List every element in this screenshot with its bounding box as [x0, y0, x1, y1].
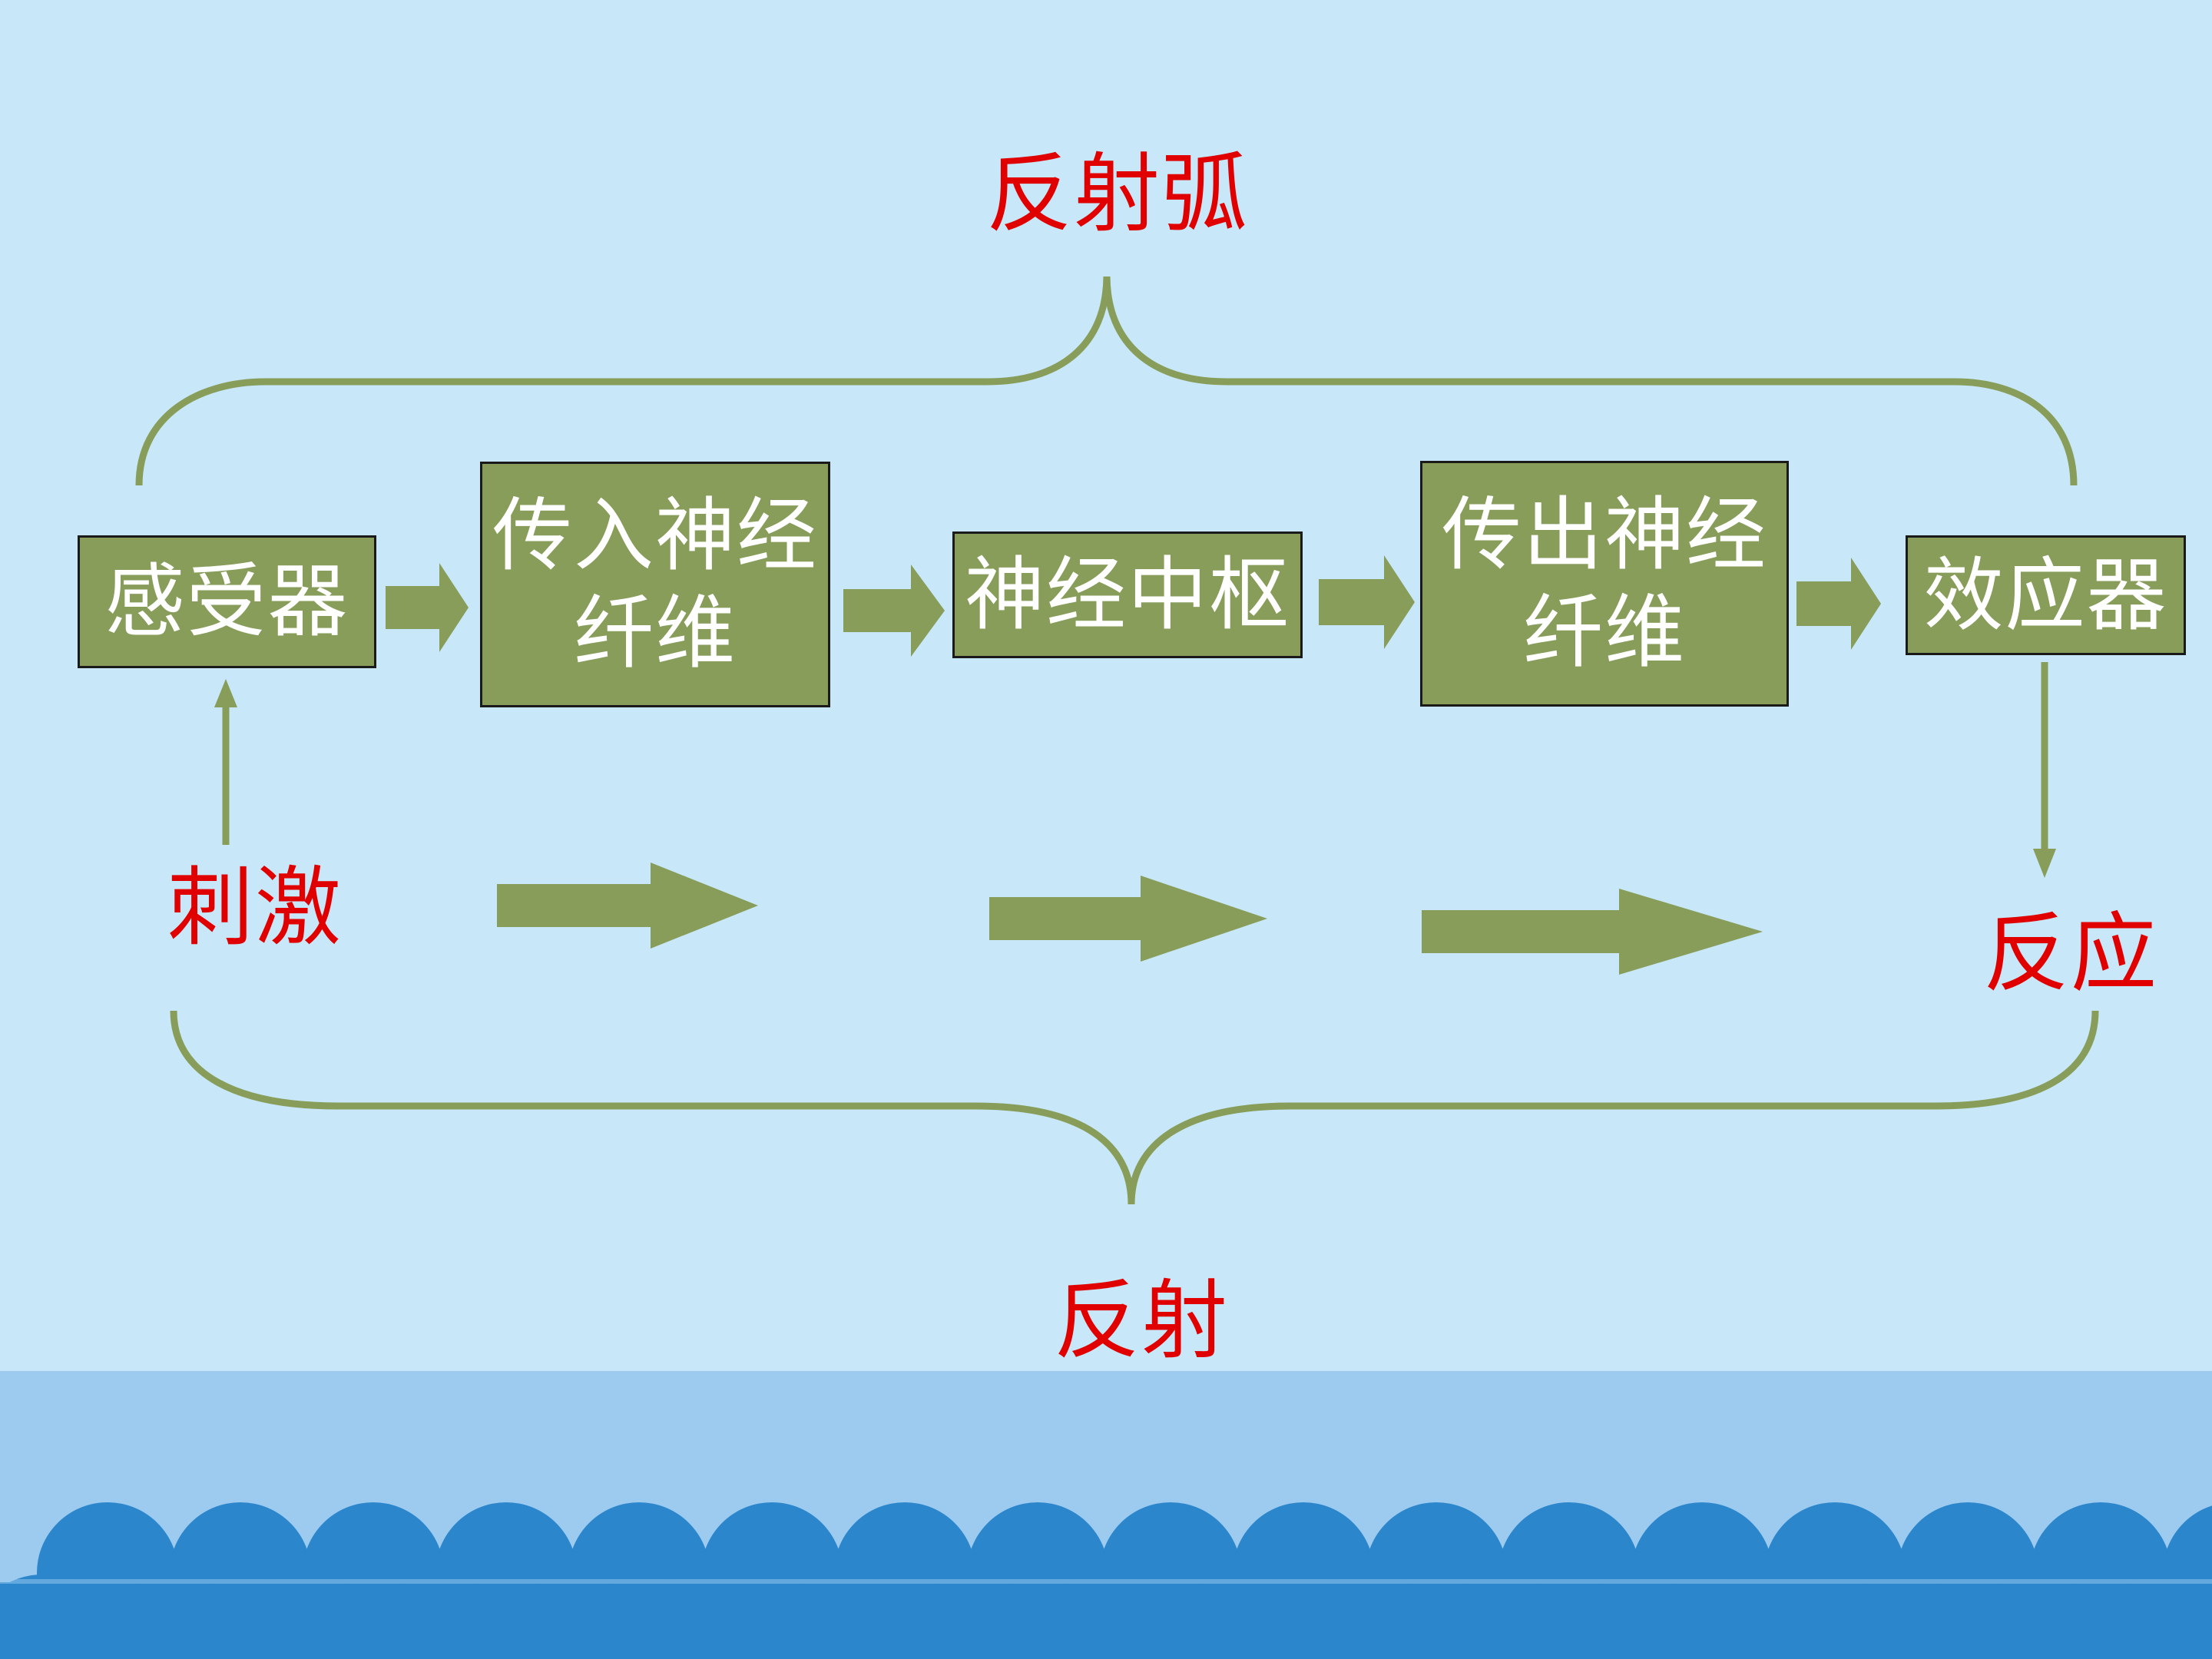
nerve-center-label: 神经中枢 — [964, 548, 1290, 642]
wave-scallop — [1032, 1575, 1178, 1659]
wave-scallop — [1830, 1575, 1975, 1659]
bottom-brace — [170, 1010, 2099, 1205]
afferent-nerve-box: 传入神经 纤维 — [480, 462, 830, 707]
wave-scallop — [235, 1575, 381, 1659]
arrow-right-3 — [1319, 555, 1415, 649]
flow-arrow-3 — [1422, 889, 1763, 975]
effector-label: 效应器 — [1923, 548, 2168, 642]
flow-arrow-1 — [497, 863, 758, 949]
stimulus-up-arrow — [214, 679, 237, 845]
wave-scallop — [767, 1575, 912, 1659]
reflex-arc-title: 反射弧 — [986, 144, 1249, 244]
arrow-right-2 — [843, 565, 945, 657]
stimulus-label: 刺激 — [167, 858, 343, 958]
afferent-nerve-label: 传入神经 纤维 — [492, 488, 818, 680]
effector-box: 效应器 — [1906, 535, 2186, 655]
wave-separator — [0, 1579, 2212, 1584]
wave-scallop — [1564, 1575, 1710, 1659]
nerve-center-box: 神经中枢 — [952, 531, 1303, 658]
wave-scallop — [368, 1575, 514, 1659]
wave-scallop — [501, 1575, 647, 1659]
wave-scallop — [899, 1575, 1045, 1659]
efferent-nerve-label: 传出神经 纤维 — [1441, 488, 1767, 679]
wave-scallop — [1697, 1575, 1843, 1659]
wave-scallop — [634, 1575, 780, 1659]
wave-scallop — [0, 1575, 115, 1659]
response-down-arrow — [2033, 662, 2056, 878]
wave-scallop — [1431, 1575, 1577, 1659]
wave-scallop — [1962, 1575, 2108, 1659]
top-brace — [135, 276, 2078, 486]
receptor-box: 感受器 — [78, 535, 376, 668]
reflex-title: 反射 — [1054, 1271, 1229, 1371]
arrow-right-4 — [1796, 558, 1881, 650]
flow-arrow-2 — [989, 876, 1267, 962]
arrow-right-1 — [386, 563, 469, 652]
response-label: 反应 — [1983, 904, 2158, 1004]
wave-scallop — [1165, 1575, 1311, 1659]
wave-scallop — [102, 1575, 248, 1659]
receptor-label: 感受器 — [104, 555, 349, 649]
wave-scallop — [1298, 1575, 1444, 1659]
waves — [0, 1502, 2212, 1659]
efferent-nerve-box: 传出神经 纤维 — [1420, 461, 1789, 707]
wave-scallop — [2095, 1575, 2212, 1659]
